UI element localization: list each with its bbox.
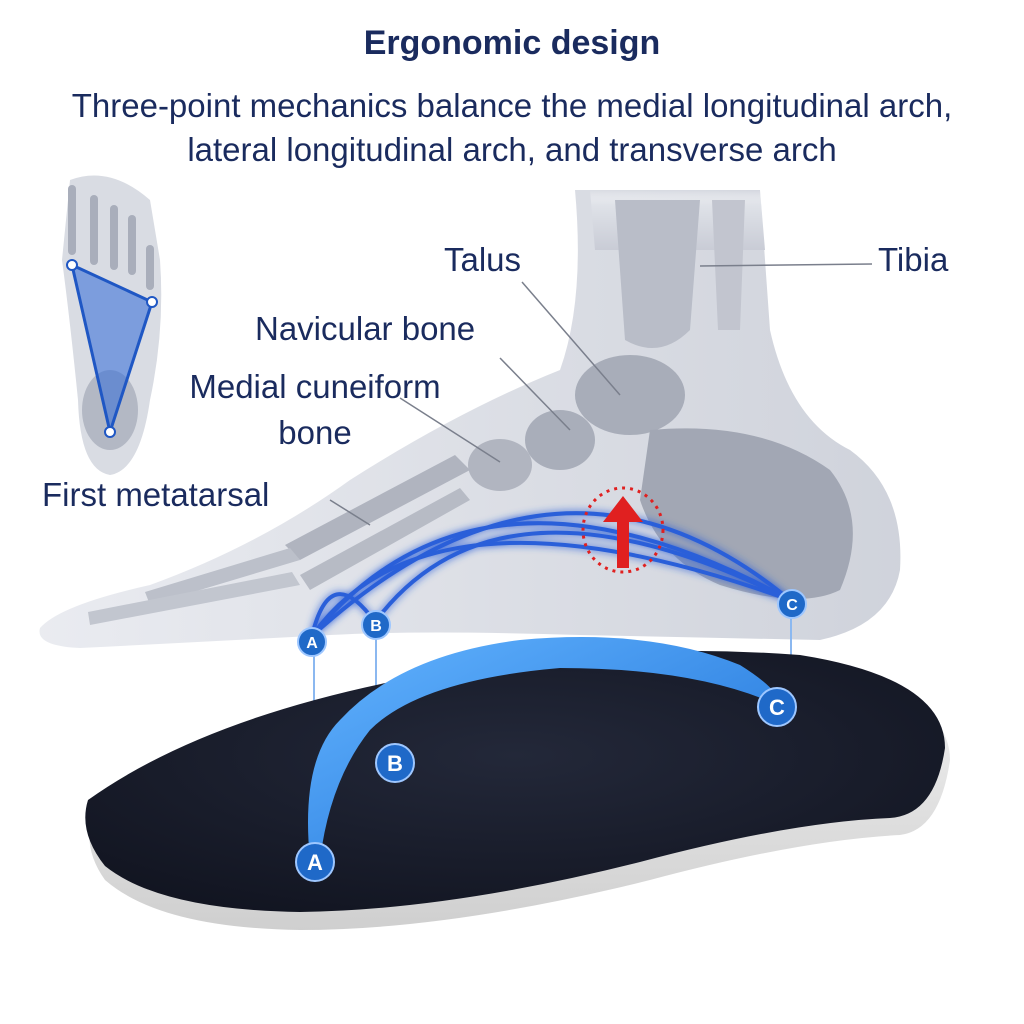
point-c-insole-marker [757, 687, 797, 727]
point-b-foot-marker [361, 610, 391, 640]
foot-skeleton-top-view-icon [62, 175, 162, 475]
arch-lines [310, 511, 792, 638]
arch-support-insole-icon [85, 637, 950, 930]
label-navicular-bone: Navicular bone [255, 310, 476, 347]
point-c-foot-label: C [786, 597, 798, 614]
point-a-foot-label: A [306, 635, 318, 652]
label-tibia: Tibia [878, 241, 949, 278]
label-medial-cuneiform-bone: Medial cuneiform bone [189, 368, 441, 451]
leader-lines [329, 263, 873, 526]
point-a-foot-marker [297, 627, 327, 657]
page-subtitle: Three-point mechanics balance the medial… [71, 87, 953, 168]
point-b-foot-label: B [370, 618, 382, 635]
label-talus: Talus [444, 241, 522, 278]
point-a-insole-label: A [307, 850, 323, 875]
page-title: Ergonomic design [363, 24, 661, 62]
point-c-foot-marker [777, 589, 807, 619]
point-a-insole-marker [295, 842, 335, 882]
point-b-insole-marker [375, 743, 415, 783]
label-first-metatarsal: First metatarsal [42, 476, 270, 513]
point-c-insole-label: C [769, 695, 785, 720]
point-b-insole-label: B [387, 751, 403, 776]
upward-red-arrow-icon [581, 486, 665, 574]
